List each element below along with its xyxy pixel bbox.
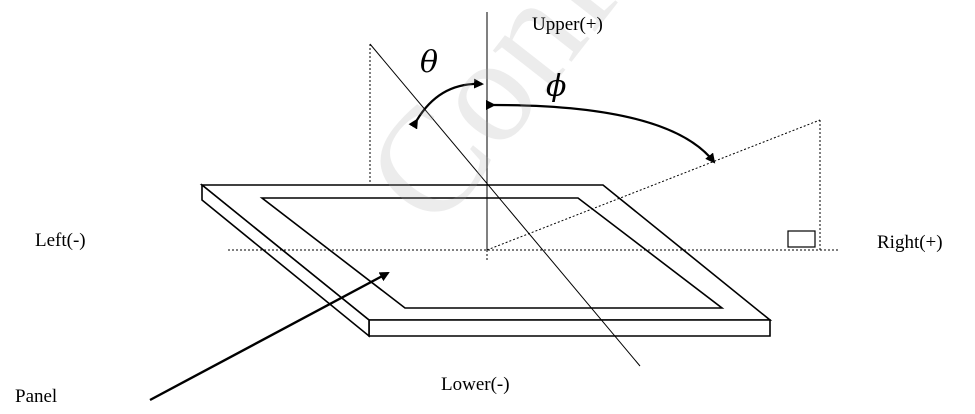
panel-pointer-arrow — [149, 271, 390, 402]
theta-arc — [408, 78, 484, 130]
phi-arc — [485, 99, 716, 164]
phi-view-line — [486, 119, 821, 251]
panel-left-side — [201, 183, 370, 338]
lower-label: Lower(-) — [441, 374, 510, 395]
panel-outer-top — [199, 184, 773, 321]
left-label: Left(-) — [35, 230, 86, 251]
theta-symbol: θ — [420, 45, 439, 80]
panel-front-side — [368, 319, 771, 337]
right-label: Right(+) — [877, 232, 943, 253]
upper-label: Upper(+) — [532, 14, 603, 35]
right-angle-mark — [787, 230, 816, 248]
panel-label: Panel — [15, 386, 58, 407]
panel-inner-screen — [259, 197, 725, 309]
phi-symbol: ϕ — [546, 69, 567, 104]
